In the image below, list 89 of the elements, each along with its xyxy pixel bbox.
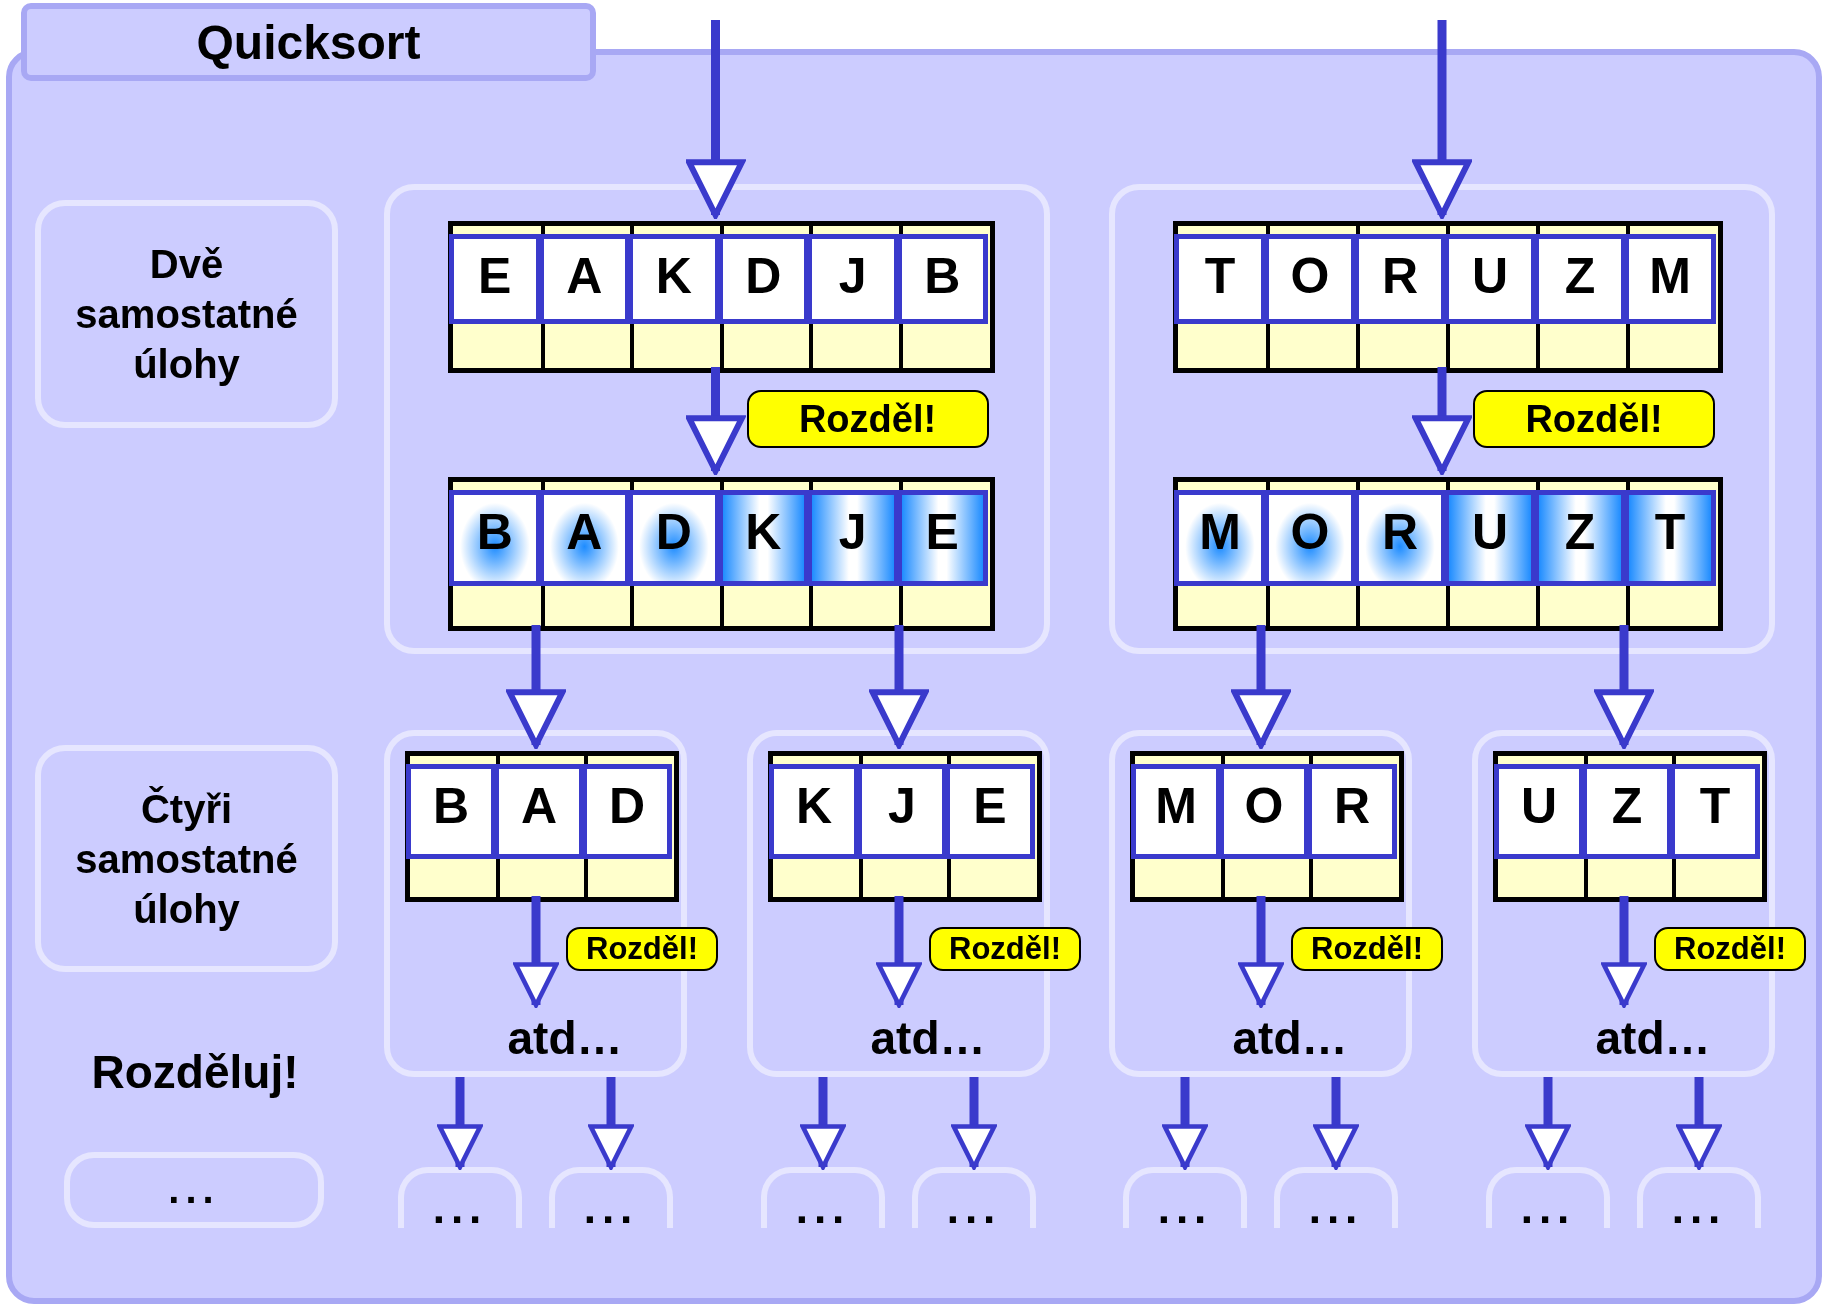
letter-card: J xyxy=(807,234,899,324)
letter-card: T xyxy=(1624,490,1716,586)
arrow xyxy=(876,896,922,1008)
arrow xyxy=(686,20,745,218)
edge-label: Rozděl! xyxy=(1291,926,1443,971)
letter-card: D xyxy=(582,764,672,859)
group-box xyxy=(1109,184,1775,654)
edge-label: Rozděl! xyxy=(566,926,718,971)
array-bar xyxy=(448,477,995,631)
open-box: ... xyxy=(1486,1167,1610,1228)
arrow xyxy=(588,1077,634,1170)
letter-card: A xyxy=(494,764,584,859)
arrow xyxy=(1412,20,1472,218)
arrow xyxy=(506,625,566,748)
edge-label: Rozděl! xyxy=(1473,390,1715,448)
open-box: ... xyxy=(912,1167,1036,1228)
array-bar xyxy=(768,751,1042,902)
letter-card: K xyxy=(769,764,859,859)
letter-card: O xyxy=(1264,234,1356,324)
continuation-text: atd… xyxy=(475,1011,655,1066)
letter-card: O xyxy=(1219,764,1309,859)
letter-card: Z xyxy=(1534,490,1626,586)
arrow xyxy=(1313,1077,1359,1170)
letter-card: D xyxy=(717,234,809,324)
edge-label: Rozděl! xyxy=(1654,926,1806,971)
letter-card: M xyxy=(1131,764,1221,859)
arrow xyxy=(1162,1077,1208,1170)
letter-card: E xyxy=(945,764,1035,859)
letter-card: K xyxy=(717,490,809,586)
letter-card: D xyxy=(628,490,720,586)
arrow xyxy=(800,1077,846,1170)
open-box: ... xyxy=(398,1167,522,1228)
letter-card: A xyxy=(538,234,630,324)
letter-card: R xyxy=(1307,764,1397,859)
arrow xyxy=(1601,896,1647,1008)
arrow xyxy=(1676,1077,1722,1170)
letter-card: E xyxy=(449,234,541,324)
letter-card: Z xyxy=(1534,234,1626,324)
letter-card: B xyxy=(406,764,496,859)
edge-label: Rozděl! xyxy=(746,390,989,448)
note-text: Rozděluj! xyxy=(90,1045,300,1099)
letter-card: T xyxy=(1174,234,1266,324)
letter-card: U xyxy=(1494,764,1584,859)
array-bar xyxy=(1130,751,1404,902)
array-bar xyxy=(1173,477,1723,631)
open-box: ... xyxy=(549,1167,673,1228)
letter-card: J xyxy=(857,764,947,859)
group-box xyxy=(384,184,1050,654)
label-box: Dvě samostatné úlohy xyxy=(35,200,338,428)
arrow xyxy=(1594,625,1654,748)
letter-card: J xyxy=(807,490,899,586)
arrow xyxy=(1412,367,1472,474)
letter-card: O xyxy=(1264,490,1356,586)
open-box: ... xyxy=(761,1167,885,1228)
continuation-text: atd… xyxy=(1563,1011,1743,1066)
letter-card: R xyxy=(1354,234,1446,324)
letter-card: K xyxy=(628,234,720,324)
letter-card: E xyxy=(896,490,988,586)
label-box: ... xyxy=(64,1152,324,1228)
letter-card: M xyxy=(1624,234,1716,324)
arrow xyxy=(1525,1077,1571,1170)
letter-card: B xyxy=(449,490,541,586)
arrow xyxy=(686,367,745,474)
arrow xyxy=(1231,625,1291,748)
arrow xyxy=(951,1077,997,1170)
arrow xyxy=(513,896,559,1008)
continuation-text: atd… xyxy=(1200,1011,1380,1066)
edge-label: Rozděl! xyxy=(929,926,1081,971)
array-bar xyxy=(405,751,679,902)
letter-card: M xyxy=(1174,490,1266,586)
letter-card: U xyxy=(1444,490,1536,586)
continuation-text: atd… xyxy=(838,1011,1018,1066)
arrow xyxy=(437,1077,483,1170)
arrow xyxy=(869,625,929,748)
open-box: ... xyxy=(1123,1167,1247,1228)
array-bar xyxy=(448,221,995,373)
array-bar xyxy=(1493,751,1767,902)
letter-card: T xyxy=(1670,764,1760,859)
open-box: ... xyxy=(1274,1167,1398,1228)
open-box: ... xyxy=(1637,1167,1761,1228)
letter-card: U xyxy=(1444,234,1536,324)
array-bar xyxy=(1173,221,1723,373)
arrow xyxy=(1238,896,1284,1008)
letter-card: A xyxy=(538,490,630,586)
letter-card: Z xyxy=(1582,764,1672,859)
label-box: Čtyři samostatné úlohy xyxy=(35,745,338,972)
letter-card: B xyxy=(896,234,988,324)
title-tab: Quicksort xyxy=(21,3,596,81)
letter-card: R xyxy=(1354,490,1446,586)
